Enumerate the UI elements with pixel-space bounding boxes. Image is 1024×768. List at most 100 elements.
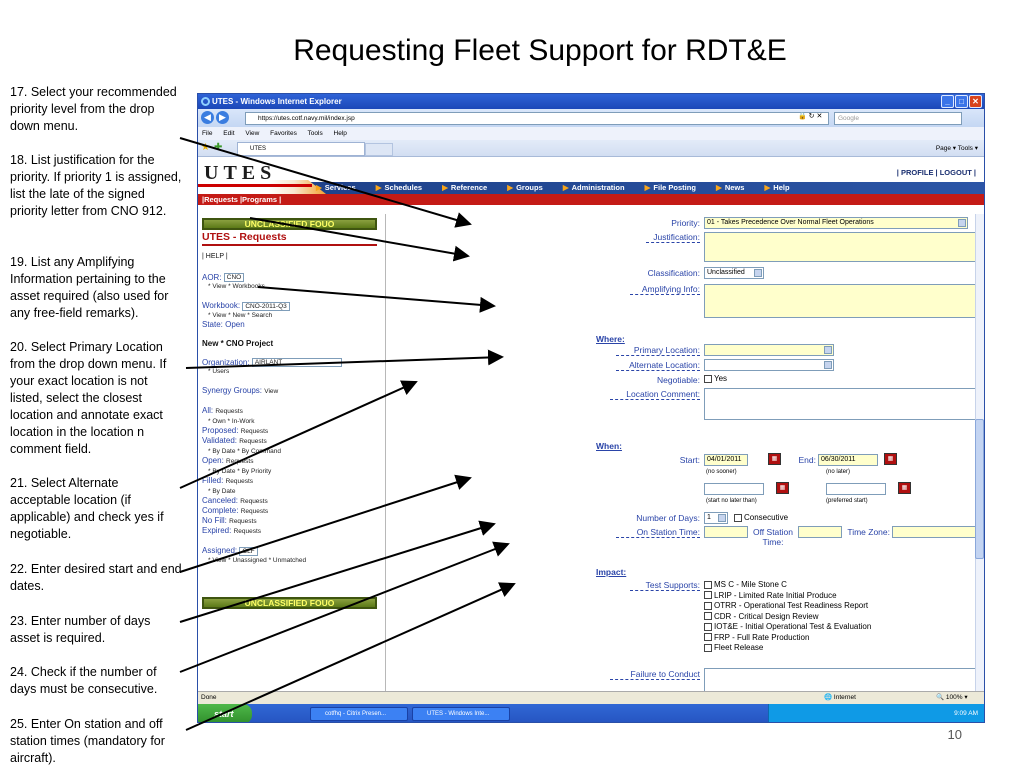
nav-schedules-label[interactable]: Schedules (384, 183, 423, 192)
menu-view[interactable]: View (245, 130, 260, 137)
preferred-start-input[interactable] (826, 483, 886, 495)
test-support-option[interactable]: MS C - Mile Stone C (704, 580, 871, 591)
classification-select[interactable]: Unclassified (704, 267, 764, 279)
status-link[interactable]: * By Date * By Priority (208, 468, 272, 476)
nav-news-label[interactable]: News (724, 183, 745, 192)
test-support-checkbox[interactable] (704, 601, 712, 610)
nav-file-posting-label[interactable]: File Posting (653, 183, 696, 192)
test-support-checkbox[interactable] (704, 633, 712, 642)
workbook-links[interactable]: * View * New * Search (208, 311, 273, 319)
nav-news[interactable]: ▶News (716, 183, 753, 192)
synergy-view-link[interactable]: View (264, 388, 279, 396)
aor-select[interactable]: CNO (223, 273, 245, 283)
start-date-input[interactable]: 04/01/2011 (704, 454, 748, 466)
test-support-option[interactable]: OTRR - Operational Test Readiness Report (704, 601, 871, 612)
browser-tab[interactable]: UTES (237, 142, 365, 156)
test-support-option[interactable]: Fleet Release (704, 643, 871, 654)
test-support-checkbox[interactable] (704, 622, 712, 631)
start-latest-input[interactable] (704, 483, 764, 495)
nav-groups-label[interactable]: Groups (516, 183, 543, 192)
test-support-checkbox[interactable] (704, 643, 712, 652)
nav-services-label[interactable]: Services (324, 183, 356, 192)
test-support-option[interactable]: IOT&E - Initial Operational Test & Evalu… (704, 622, 871, 633)
help-link[interactable]: | HELP | (202, 253, 228, 260)
status-link[interactable]: Requests (226, 458, 254, 466)
negotiable-checkbox[interactable] (704, 374, 712, 383)
menu-tools[interactable]: Tools (307, 130, 323, 137)
status-link[interactable]: Requests (240, 508, 269, 516)
status-link[interactable]: Requests (233, 528, 262, 536)
minimize-icon[interactable]: _ (941, 95, 954, 108)
status-link[interactable]: Requests (239, 438, 267, 446)
nav-file-posting[interactable]: ▶File Posting (645, 183, 705, 192)
profile-logout-links[interactable]: | PROFILE | LOGOUT | (896, 168, 976, 177)
test-support-checkbox[interactable] (704, 591, 712, 600)
test-support-checkbox[interactable] (704, 580, 712, 589)
end-date-input[interactable]: 06/30/2011 (818, 454, 878, 466)
maximize-icon[interactable]: □ (955, 95, 968, 108)
time-zone-select[interactable] (892, 526, 984, 538)
nav-reference-label[interactable]: Reference (450, 183, 488, 192)
close-icon[interactable]: ✕ (969, 95, 982, 108)
test-support-option[interactable]: CDR - Critical Design Review (704, 612, 871, 623)
task-citrix[interactable]: cotfhq - Citrix Presen... (310, 707, 408, 721)
back-icon[interactable]: ◀ (201, 111, 214, 124)
calendar-icon[interactable]: ▦ (884, 453, 897, 465)
zoom-level[interactable]: 🔍 100% ▾ (936, 694, 968, 701)
status-link[interactable]: * By Date * By Command (208, 448, 281, 456)
workbook-select[interactable]: CNO-2011-Q3 (242, 301, 290, 311)
menu-file[interactable]: File (202, 130, 213, 137)
forward-icon[interactable]: ▶ (216, 111, 229, 124)
address-input[interactable]: https://utes.cotf.navy.mil/index.jsp (245, 112, 829, 125)
days-select[interactable]: 1 (704, 512, 728, 524)
status-link[interactable]: Requests (215, 408, 243, 416)
new-project-link[interactable]: New * CNO Project (202, 338, 274, 348)
assigned-links[interactable]: * View * Unassigned * Unmatched (208, 556, 307, 564)
command-bar-tools[interactable]: Page ▾ Tools ▾ (935, 145, 978, 152)
on-station-input[interactable] (704, 526, 748, 538)
assigned-select[interactable]: CLF (239, 546, 258, 556)
test-support-option[interactable]: FRP - Full Rate Production (704, 633, 871, 644)
favorites-star-icon[interactable]: ★ (201, 142, 210, 153)
nav-administration-label[interactable]: Administration (571, 183, 625, 192)
test-support-checkbox[interactable] (704, 612, 712, 621)
status-link[interactable]: * By Date (208, 488, 236, 496)
menu-favorites[interactable]: Favorites (270, 130, 297, 137)
failure-to-conduct-textarea[interactable] (704, 668, 984, 691)
calendar-icon[interactable]: ▦ (898, 482, 911, 494)
add-favorite-icon[interactable]: ✚ (214, 142, 223, 153)
test-support-option[interactable]: LRIP - Limited Rate Initial Produce (704, 591, 871, 602)
organization-links[interactable]: * Users (208, 368, 230, 376)
new-tab-button[interactable] (365, 143, 393, 156)
status-link[interactable]: * Own * In-Work (208, 418, 255, 426)
primary-location-select[interactable] (704, 344, 834, 356)
amplifying-info-textarea[interactable] (704, 284, 984, 318)
aor-links[interactable]: * View * Workbooks (208, 283, 265, 291)
nav-help-label[interactable]: Help (773, 183, 790, 192)
menu-edit[interactable]: Edit (223, 130, 235, 137)
nav-groups[interactable]: ▶Groups (507, 183, 551, 192)
status-link[interactable]: Requests (240, 498, 268, 506)
start-button[interactable]: start (198, 704, 252, 722)
nav-administration[interactable]: ▶Administration (563, 183, 634, 192)
nav-schedules[interactable]: ▶Schedules (376, 183, 431, 192)
calendar-icon[interactable]: ▦ (776, 482, 789, 494)
status-link[interactable]: Requests (229, 518, 257, 526)
location-comment-textarea[interactable] (704, 388, 984, 420)
nav-help[interactable]: ▶Help (765, 183, 799, 192)
consecutive-checkbox[interactable] (734, 513, 742, 522)
nav-services[interactable]: ▶Services (316, 183, 365, 192)
menu-help[interactable]: Help (333, 130, 347, 137)
status-link[interactable]: Requests (240, 428, 269, 436)
page-scrollbar-thumb[interactable] (975, 419, 984, 559)
priority-select[interactable]: 01 - Takes Precedence Over Normal Fleet … (704, 217, 968, 229)
off-station-input[interactable] (798, 526, 842, 538)
alternate-location-select[interactable] (704, 359, 834, 371)
calendar-icon[interactable]: ▦ (768, 453, 781, 465)
status-link[interactable]: Requests (225, 478, 254, 486)
search-input[interactable]: Google (834, 112, 962, 125)
justification-textarea[interactable] (704, 232, 984, 262)
organization-select[interactable]: AIRLANT (251, 358, 342, 368)
sub-nav[interactable]: |Requests |Programs | (198, 194, 984, 205)
task-utes-browser[interactable]: UTES - Windows Inte... (412, 707, 510, 721)
